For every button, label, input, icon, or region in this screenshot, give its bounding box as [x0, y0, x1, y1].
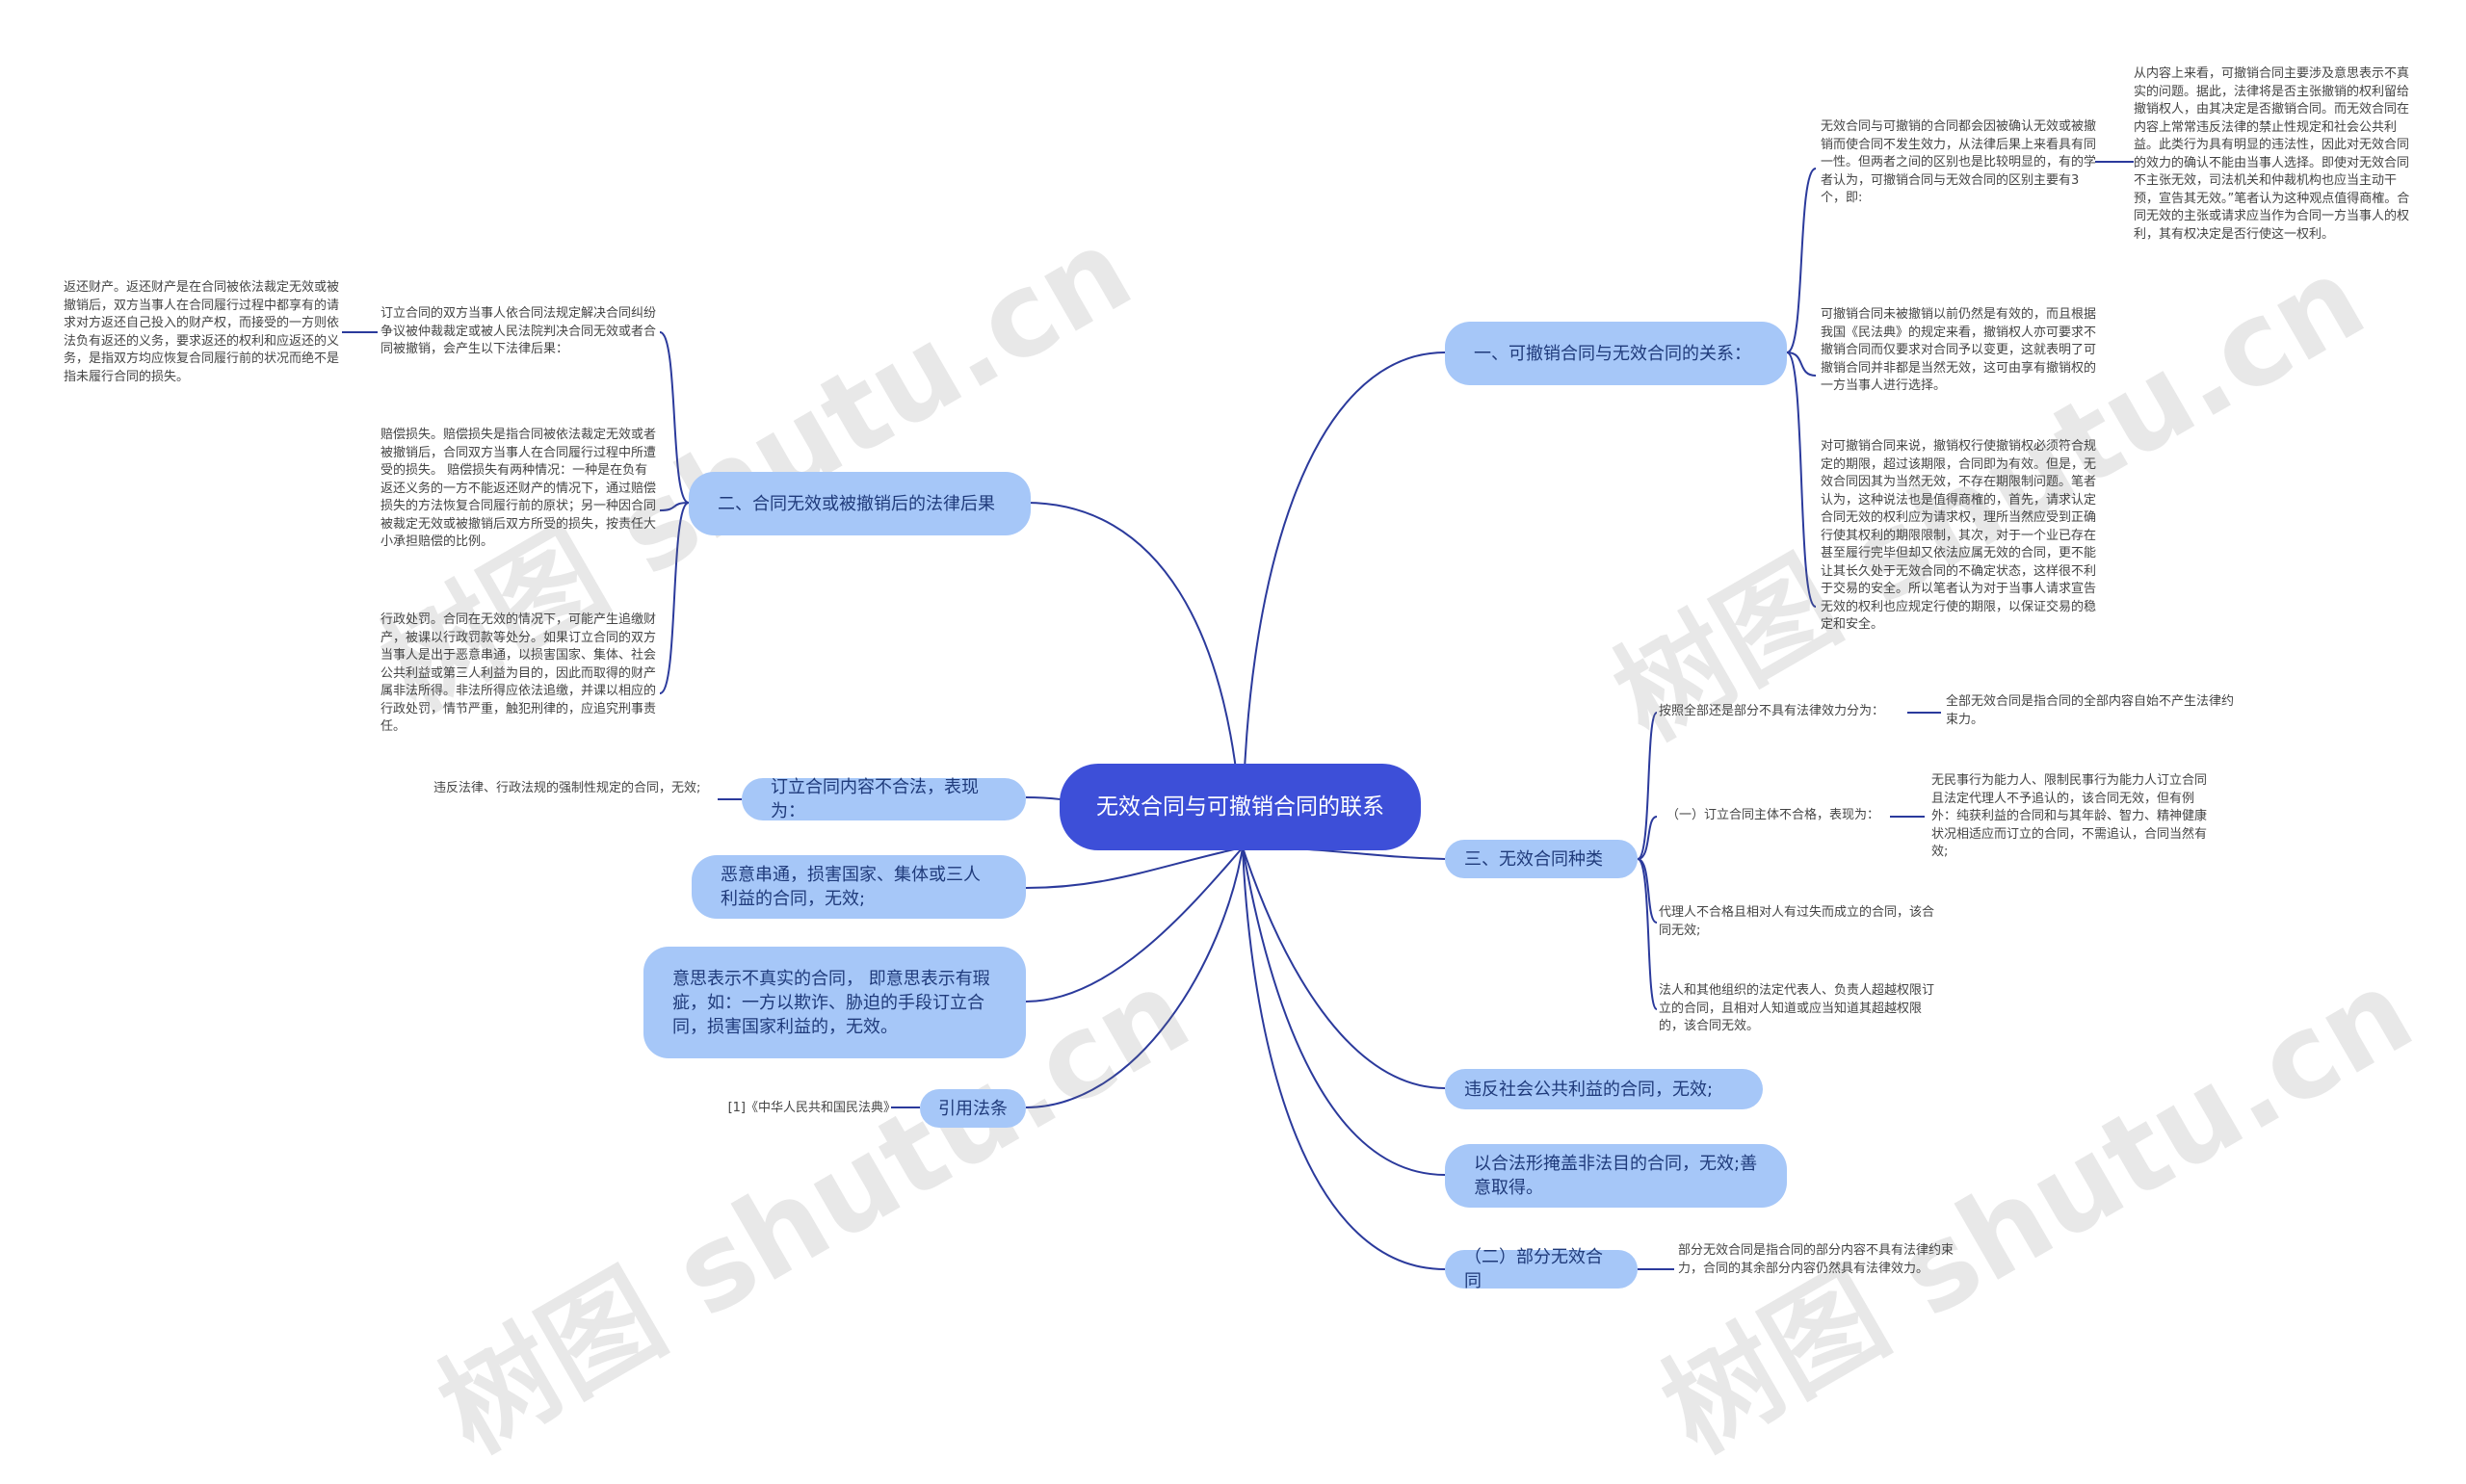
- branch-label: 意思表示不真实的合同， 即意思表示有瑕疵，如：一方以欺诈、胁迫的手段订立合同，损…: [672, 968, 990, 1037]
- branch-consequences[interactable]: 二、合同无效或被撤销后的法律后果: [689, 472, 1031, 535]
- branch-label: 订立合同内容不合法，表现为：: [771, 777, 979, 821]
- leaf-text: 全部无效合同是指合同的全部内容自始不产生法律约束力。: [1946, 694, 2235, 727]
- leaf-text: 违反法律、行政法规的强制性规定的合同，无效;: [433, 781, 701, 795]
- branch-label: 三、无效合同种类: [1464, 848, 1603, 870]
- leaf-text: 代理人不合格且相对人有过失而成立的合同，该合同无效;: [1659, 905, 1935, 938]
- branch-cover-illegal[interactable]: 以合法形掩盖非法目的合同，无效;善意取得。: [1445, 1144, 1787, 1208]
- branch-label: 违反社会公共利益的合同，无效;: [1464, 1079, 1714, 1100]
- branch-label: （二）部分无效合同: [1464, 1247, 1603, 1291]
- branch-collusion[interactable]: 恶意串通，损害国家、集体或三人利益的合同，无效;: [692, 855, 1026, 919]
- leaf-text: 法人和其他组织的法定代表人、负责人超越权限订立的合同，且相对人知道或应当知道其超…: [1659, 983, 1935, 1033]
- leaf-text: [1]《中华人民共和国民法典》: [727, 1101, 896, 1115]
- leaf-text: 无效合同与可撤销的合同都会因被确认无效或被撤销而使合同不发生效力，从法律后果上来…: [1821, 119, 2097, 205]
- branch-law-citation[interactable]: 引用法条: [920, 1089, 1026, 1128]
- branch-label: 以合法形掩盖非法目的合同，无效;善意取得。: [1474, 1154, 1758, 1198]
- leaf-text: 赔偿损失。赔偿损失是指合同被依法裁定无效或者被撤销后，合同双方当事人在合同履行过…: [380, 428, 657, 549]
- sub-label: 按照全部还是部分不具有法律效力分为：: [1659, 704, 1885, 718]
- branch-label: 恶意串通，损害国家、集体或三人利益的合同，无效;: [721, 865, 981, 909]
- branch-public-interest[interactable]: 违反社会公共利益的合同，无效;: [1445, 1069, 1763, 1109]
- leaf-text: 订立合同的双方当事人依合同法规定解决合同纠纷争议被仲裁裁定或被人民法院判决合同无…: [380, 306, 657, 356]
- branch-label: 一、可撤销合同与无效合同的关系：: [1474, 343, 1751, 364]
- leaf-text: 返还财产。返还财产是在合同被依法裁定无效或被撤销后，双方当事人在合同履行过程中都…: [64, 280, 340, 384]
- leaf-text: 无民事行为能力人、限制民事行为能力人订立合同且法定代理人不予追认的，该合同无效，…: [1931, 773, 2208, 859]
- leaf-text: 对可撤销合同来说，撤销权行使撤销权必须符合规定的期限，超过该期限，合同即为有效。…: [1821, 439, 2097, 632]
- branch-relation[interactable]: 一、可撤销合同与无效合同的关系：: [1445, 322, 1787, 385]
- root-node[interactable]: 无效合同与可撤销合同的联系: [1060, 764, 1421, 850]
- leaf-text: 从内容上来看，可撤销合同主要涉及意思表示不真实的问题。据此，法律将是否主张撤销的…: [2134, 66, 2410, 242]
- root-label: 无效合同与可撤销合同的联系: [1096, 794, 1384, 820]
- branch-types[interactable]: 三、无效合同种类: [1445, 840, 1638, 878]
- branch-illegal-content[interactable]: 订立合同内容不合法，表现为：: [742, 777, 1026, 821]
- sub-label: （一）订立合同主体不合格，表现为：: [1666, 808, 1880, 822]
- branch-untrue-intent[interactable]: 意思表示不真实的合同， 即意思表示有瑕疵，如：一方以欺诈、胁迫的手段订立合同，损…: [643, 947, 1026, 1058]
- branch-partial-invalid[interactable]: （二）部分无效合同: [1445, 1247, 1638, 1291]
- branch-label: 引用法条: [938, 1098, 1008, 1119]
- leaf-text: 部分无效合同是指合同的部分内容不具有法律约束力，合同的其余部分内容仍然具有法律效…: [1678, 1243, 1954, 1276]
- leaf-text: 可撤销合同未被撤销以前仍然是有效的，而且根据我国《民法典》的规定来看，撤销权人亦…: [1821, 307, 2097, 393]
- branch-label: 二、合同无效或被撤销后的法律后果: [718, 493, 995, 514]
- leaf-text: 行政处罚。合同在无效的情况下，可能产生追缴财产，被课以行政罚款等处分。如果订立合…: [380, 612, 657, 734]
